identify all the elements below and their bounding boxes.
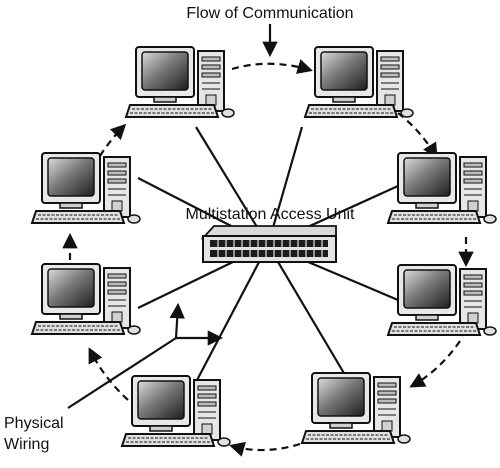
computer-top-left [125,46,235,118]
computer-right-upper [387,152,497,224]
computer-left-lower [31,263,141,335]
computer-bottom-left [121,375,231,447]
mau-device [200,225,337,263]
computer-top-right [304,46,414,118]
computer-bottom-right [301,372,411,444]
physical-wiring-label-line1: Physical [4,415,64,432]
computer-left-upper [31,152,141,224]
mau-label: Multistation Access Unit [186,206,356,223]
communication-ring [62,59,474,457]
computer-right-lower [387,264,497,336]
physical-wiring-pointer [67,302,224,409]
physical-wiring-label-line2: Wiring [4,436,49,453]
flow-label: Flow of Communication [186,5,353,22]
